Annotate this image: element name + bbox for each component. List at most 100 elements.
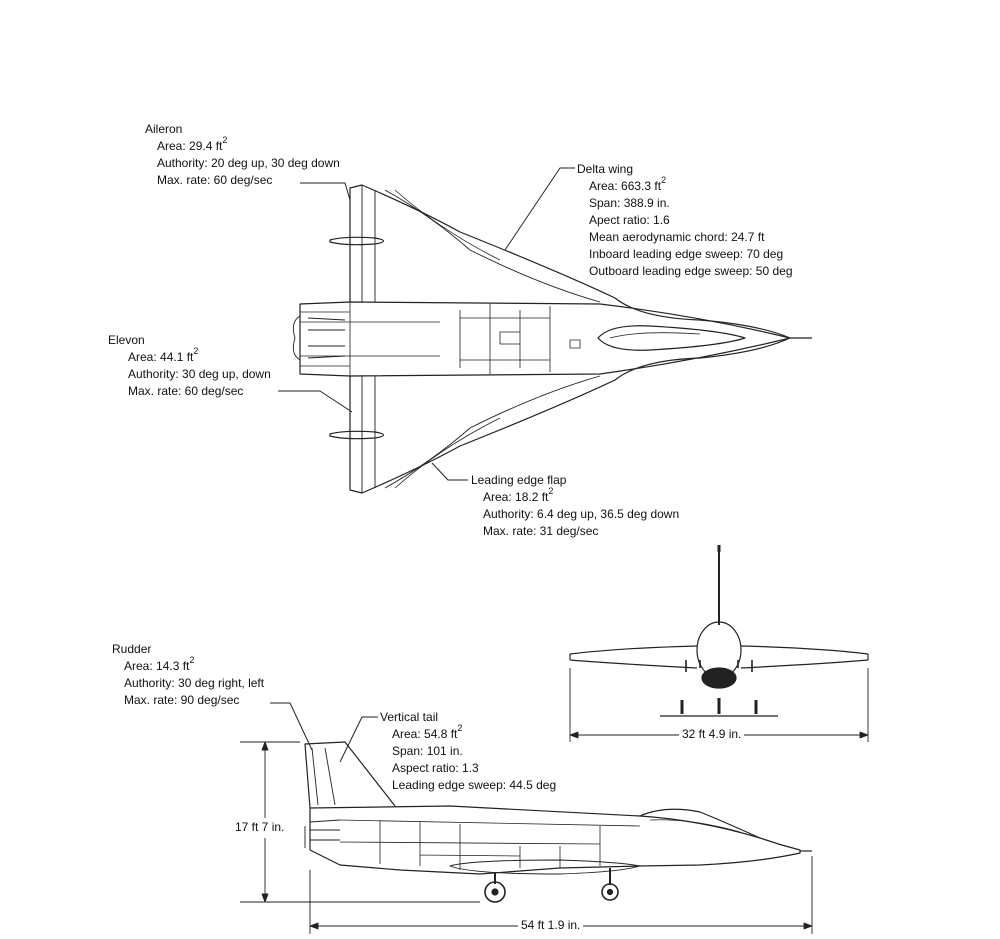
front-view-gear [680, 698, 758, 714]
height-arrow-top [261, 741, 269, 751]
canopy [597, 325, 746, 351]
span-arrow-left [569, 731, 579, 739]
aileron-leader [300, 182, 351, 201]
le-flap-max-rate: Max. rate: 31 deg/sec [483, 524, 599, 538]
front-view-intake [701, 667, 737, 689]
aileron-area: Area: 29.4 ft2 [145, 135, 340, 155]
upper-wingtip-missile [329, 236, 385, 246]
rudder-max-rate: Max. rate: 90 deg/sec [124, 693, 240, 707]
rudder-callout: Rudder Area: 14.3 ft2 Authority: 30 deg … [112, 641, 264, 709]
delta-wing-title: Delta wing [577, 162, 634, 176]
elevon-callout: Elevon Area: 44.1 ft2 Authority: 30 deg … [108, 332, 271, 400]
elevon-area: Area: 44.1 ft2 [108, 346, 271, 366]
vertical-tail-area-exp: 2 [457, 723, 463, 733]
rudder-area-value: 14.3 ft [156, 659, 190, 673]
side-view-fuselage [309, 805, 801, 875]
aileron-area-value: 29.4 ft [189, 139, 223, 153]
delta-wing-area-exp: 2 [661, 175, 667, 185]
aileron-title: Aileron [145, 122, 183, 136]
le-flap-hinge-upper [384, 189, 601, 303]
vertical-tail-area-label: Area: [392, 727, 421, 741]
delta-wing-callout: Delta wing Area: 663.3 ft2 Span: 388.9 i… [577, 161, 793, 280]
delta-wing-span: Span: 388.9 in. [589, 196, 670, 210]
delta-wing-area: Area: 663.3 ft2 [577, 175, 793, 195]
vertical-tail-area-value: 54.8 ft [424, 727, 458, 741]
side-view-panels [339, 819, 641, 870]
side-view-leaders [270, 702, 378, 763]
lower-wingtip-missile [329, 430, 385, 440]
le-flap-title: Leading edge flap [471, 473, 567, 487]
vertical-tail-aspect: Aspect ratio: 1.3 [392, 761, 479, 775]
rudder-hinge [311, 747, 336, 806]
vertical-tail-span: Span: 101 in. [392, 744, 463, 758]
rudder-area: Area: 14.3 ft2 [112, 655, 264, 675]
le-flap-area-label: Area: [483, 490, 512, 504]
main-gear-wheel [484, 881, 506, 903]
side-view-canopy-line [649, 819, 741, 833]
height-dimension [240, 741, 480, 903]
canopy-frame [609, 332, 701, 339]
aileron-area-label: Area: [157, 139, 186, 153]
aileron-surface-lower [361, 376, 376, 493]
length-arrow-left [309, 922, 319, 930]
elevon-title: Elevon [108, 333, 145, 347]
side-view [304, 741, 812, 903]
main-gear-hub [491, 888, 499, 896]
top-view-planform [292, 184, 812, 494]
rudder-area-label: Area: [124, 659, 153, 673]
delta-wing-outboard-sweep: Outboard leading edge sweep: 50 deg [589, 264, 793, 278]
elevon-area-label: Area: [128, 350, 157, 364]
top-view-leaders [278, 167, 575, 481]
elevon-area-exp: 2 [193, 346, 199, 356]
front-view-stores [685, 660, 753, 672]
aileron-authority: Authority: 20 deg up, 30 deg down [157, 156, 340, 170]
le-flap-area-value: 18.2 ft [515, 490, 549, 504]
rudder-leader [270, 702, 313, 751]
nose-gear-wheel [601, 883, 619, 901]
height-arrow-bottom [261, 893, 269, 903]
vertical-tail-leader [339, 716, 378, 763]
length-arrow-right [803, 922, 813, 930]
le-flap-area: Area: 18.2 ft2 [471, 486, 679, 506]
fuselage-panels [459, 304, 581, 374]
le-flap-leader [431, 462, 468, 481]
aileron-surface-upper [361, 185, 376, 302]
side-view-vertical-tail [304, 741, 396, 809]
rudder-title: Rudder [112, 642, 152, 656]
le-flap-area-exp: 2 [548, 486, 554, 496]
side-view-exhaust [304, 819, 341, 848]
delta-wing-mac: Mean aerodynamic chord: 24.7 ft [589, 230, 765, 244]
delta-wing-area-value: 663.3 ft [621, 179, 662, 193]
aileron-area-exp: 2 [222, 135, 228, 145]
delta-wing-inboard-sweep: Inboard leading edge sweep: 70 deg [589, 247, 784, 261]
engine-nozzles [292, 315, 346, 361]
height-dimension-label: 17 ft 7 in. [232, 820, 288, 834]
span-arrow-right [859, 731, 869, 739]
length-dimension-label: 54 ft 1.9 in. [518, 918, 584, 932]
vertical-tail-sweep: Leading edge sweep: 44.5 deg [392, 778, 557, 792]
elevon-area-value: 44.1 ft [160, 350, 194, 364]
rudder-authority: Authority: 30 deg right, left [124, 676, 265, 690]
span-dimension-label: 32 ft 4.9 in. [679, 727, 745, 741]
rudder-area-exp: 2 [189, 655, 195, 665]
side-view-canopy [639, 808, 761, 839]
front-view [569, 545, 869, 717]
elevon-max-rate: Max. rate: 60 deg/sec [128, 384, 244, 398]
fuselage-body [299, 301, 791, 377]
vertical-tail-area: Area: 54.8 ft2 [380, 723, 556, 743]
aileron-max-rate: Max. rate: 60 deg/sec [157, 173, 273, 187]
elevon-lines [300, 302, 440, 376]
lower-wing-outline [349, 337, 791, 494]
side-view-fuel-tank [449, 859, 641, 875]
le-flap-hinge-lower [384, 375, 601, 489]
elevon-leader [278, 390, 353, 413]
elevon-authority: Authority: 30 deg up, down [128, 367, 271, 381]
delta-wing-area-label: Area: [589, 179, 618, 193]
le-flap-authority: Authority: 6.4 deg up, 36.5 deg down [483, 507, 680, 521]
nose-gear-hub [606, 888, 614, 896]
delta-wing-aspect: Apect ratio: 1.6 [589, 213, 670, 227]
le-flap-callout: Leading edge flap Area: 18.2 ft2 Authori… [471, 472, 679, 540]
vertical-tail-callout: Vertical tail Area: 54.8 ft2 Span: 101 i… [380, 709, 556, 794]
wing-diagonals [394, 189, 501, 489]
